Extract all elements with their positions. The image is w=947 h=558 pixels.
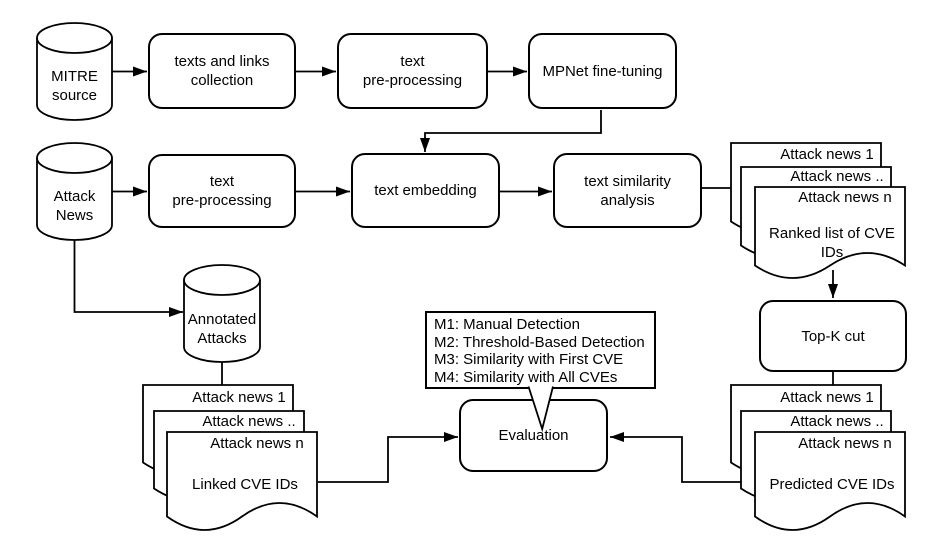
annotated-attacks-label: Annotated Attacks [187, 311, 257, 347]
legend-line-m3: M3: Similarity with First CVE [434, 351, 624, 368]
legend-line-m1: M1: Manual Detection [434, 316, 580, 333]
text-embedding-label: text embedding [374, 182, 477, 199]
text-preprocessing-top-label: text pre-processing [362, 53, 463, 89]
attack-news-label: Attack News [53, 188, 96, 224]
evaluation-label: Evaluation [498, 427, 569, 444]
mpnet-finetuning-box: MPNet fine-tuning [528, 33, 677, 109]
text-preprocessing-mid-box: text pre-processing [148, 154, 296, 228]
text-embedding-box: text embedding [351, 153, 500, 228]
connector-attacknews-to-annotated [73, 240, 183, 317]
connector-predicted-stack-to-evaluation [610, 432, 755, 483]
text-similarity-analysis-label: text similarity analysis [584, 172, 671, 209]
ranked-doc2-title: Attack news .. [790, 168, 884, 185]
mpnet-finetuning-label: MPNet fine-tuning [542, 62, 663, 80]
evaluation-box: Evaluation [459, 399, 608, 472]
ranked-doc3-title: Attack news n [798, 189, 892, 206]
texts-links-collection-label: texts and links collection [174, 53, 270, 89]
predicted-doc3-title: Attack news n [798, 435, 892, 452]
linked-doc-body: Linked CVE IDs [192, 476, 298, 493]
linked-doc3-title: Attack news n [210, 435, 304, 452]
linked-doc2-title: Attack news .. [202, 413, 296, 430]
doc-linked-front [166, 431, 318, 531]
attack-news-db [36, 142, 113, 241]
connector-linked-stack-to-evaluation [318, 432, 458, 483]
ranked-doc-body: Ranked list of CVE IDs [769, 225, 895, 261]
legend-line-m2: M2: Threshold-Based Detection [434, 333, 645, 351]
predicted-doc-body: Predicted CVE IDs [769, 476, 895, 493]
connector-mpnet-to-embedding [420, 110, 602, 152]
doc-ranked-front [754, 186, 906, 279]
texts-links-collection-box: texts and links collection [148, 33, 296, 109]
predicted-doc1-title: Attack news 1 [780, 389, 874, 406]
text-similarity-analysis-box: text similarity analysis [553, 153, 702, 228]
top-k-cut-box: Top-K cut [759, 300, 907, 372]
methods-legend-box: M1: Manual Detection M2: Threshold-Based… [425, 311, 656, 389]
linked-doc1-title: Attack news 1 [192, 389, 286, 406]
doc-predicted-front [754, 431, 906, 531]
text-preprocessing-top-box: text pre-processing [337, 33, 488, 109]
text-preprocessing-mid-label: text pre-processing [172, 173, 272, 209]
legend-line-m4: M4: Similarity with All CVEs [434, 368, 618, 386]
mitre-source-db [36, 22, 113, 121]
top-k-cut-label: Top-K cut [801, 327, 865, 345]
annotated-attacks-db [183, 264, 261, 363]
mitre-source-label: MITRE source [51, 68, 98, 104]
predicted-doc2-title: Attack news .. [790, 413, 884, 430]
ranked-doc1-title: Attack news 1 [780, 146, 874, 163]
